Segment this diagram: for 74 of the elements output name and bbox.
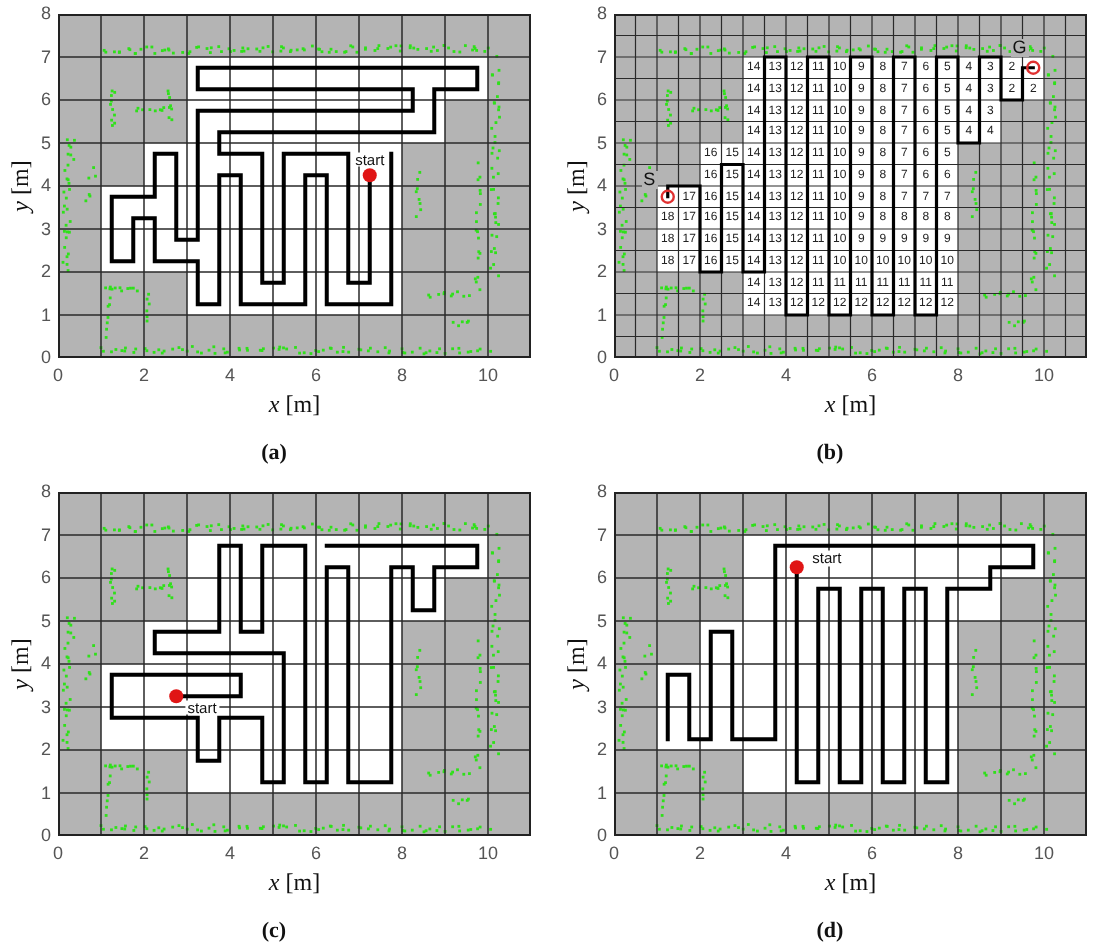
axis-title: x [m] [268, 391, 321, 416]
tick-label: 1 [40, 784, 51, 803]
tick-label: 7 [40, 526, 51, 545]
tick-label: 4 [40, 177, 51, 196]
tick-label: 2 [139, 845, 149, 864]
panel-caption: (c) [261, 921, 287, 944]
axis-title: y [m] [7, 638, 31, 691]
tick-label: 0 [596, 827, 607, 846]
tick-label: 4 [596, 655, 607, 674]
tick-label: 3 [596, 698, 607, 717]
tick-label: 10 [478, 845, 498, 864]
tick-label: 2 [695, 845, 705, 864]
tick-label: 8 [397, 845, 407, 864]
tick-label: 3 [596, 220, 607, 239]
tick-label: 7 [596, 48, 607, 67]
point-label: S [641, 171, 658, 190]
tick-label: 6 [311, 367, 321, 386]
panel-caption: (d) [816, 921, 844, 944]
tick-label: 6 [311, 845, 321, 864]
tick-label: 1 [596, 306, 607, 325]
tick-label: 2 [695, 367, 705, 386]
tick-label: 1 [40, 306, 51, 325]
axis-title: y [m] [563, 638, 587, 691]
tick-label: 2 [40, 263, 51, 282]
tick-label: 0 [53, 845, 63, 864]
tick-label: 0 [40, 827, 51, 846]
axis-title: y [m] [7, 160, 31, 213]
point-label: G [1010, 39, 1029, 58]
tick-label: 6 [40, 91, 51, 110]
tick-label: 4 [781, 845, 791, 864]
panel-caption: (b) [816, 443, 844, 466]
tick-label: 0 [596, 349, 607, 368]
tick-label: 8 [596, 5, 607, 24]
tick-label: 0 [53, 367, 63, 386]
tick-label: 4 [781, 367, 791, 386]
tick-label: 8 [953, 367, 963, 386]
tick-label: 4 [596, 177, 607, 196]
tick-label: 6 [867, 845, 877, 864]
tick-label: 8 [40, 483, 51, 502]
axis-title: x [m] [824, 391, 877, 416]
tick-label: 7 [596, 526, 607, 545]
tick-label: 2 [596, 263, 607, 282]
tick-label: 5 [596, 134, 607, 153]
tick-label: 10 [1034, 845, 1054, 864]
tick-label: 8 [397, 367, 407, 386]
axis-title: x [m] [824, 869, 877, 894]
tick-label: 0 [40, 349, 51, 368]
tick-label: 0 [609, 845, 619, 864]
tick-label: 8 [953, 845, 963, 864]
tick-label: 5 [40, 612, 51, 631]
tick-label: 10 [1034, 367, 1054, 386]
tick-label: 6 [596, 569, 607, 588]
tick-label: 5 [40, 134, 51, 153]
tick-label: 8 [40, 5, 51, 24]
tick-label: 6 [867, 367, 877, 386]
tick-label: 4 [225, 367, 235, 386]
tick-label: 3 [40, 698, 51, 717]
axis-title: y [m] [563, 160, 587, 213]
tick-label: 2 [40, 741, 51, 760]
tick-label: 6 [596, 91, 607, 110]
tick-label: 3 [40, 220, 51, 239]
tick-label: 7 [40, 48, 51, 67]
tick-label: 4 [225, 845, 235, 864]
tick-label: 2 [139, 367, 149, 386]
tick-label: 6 [40, 569, 51, 588]
tick-label: 5 [596, 612, 607, 631]
tick-label: 4 [40, 655, 51, 674]
tick-label: 0 [609, 367, 619, 386]
tick-label: 10 [478, 367, 498, 386]
panel-caption: (a) [261, 443, 287, 466]
axis-title: x [m] [268, 869, 321, 894]
tick-label: 8 [596, 483, 607, 502]
tick-label: 1 [596, 784, 607, 803]
tick-label: 2 [596, 741, 607, 760]
